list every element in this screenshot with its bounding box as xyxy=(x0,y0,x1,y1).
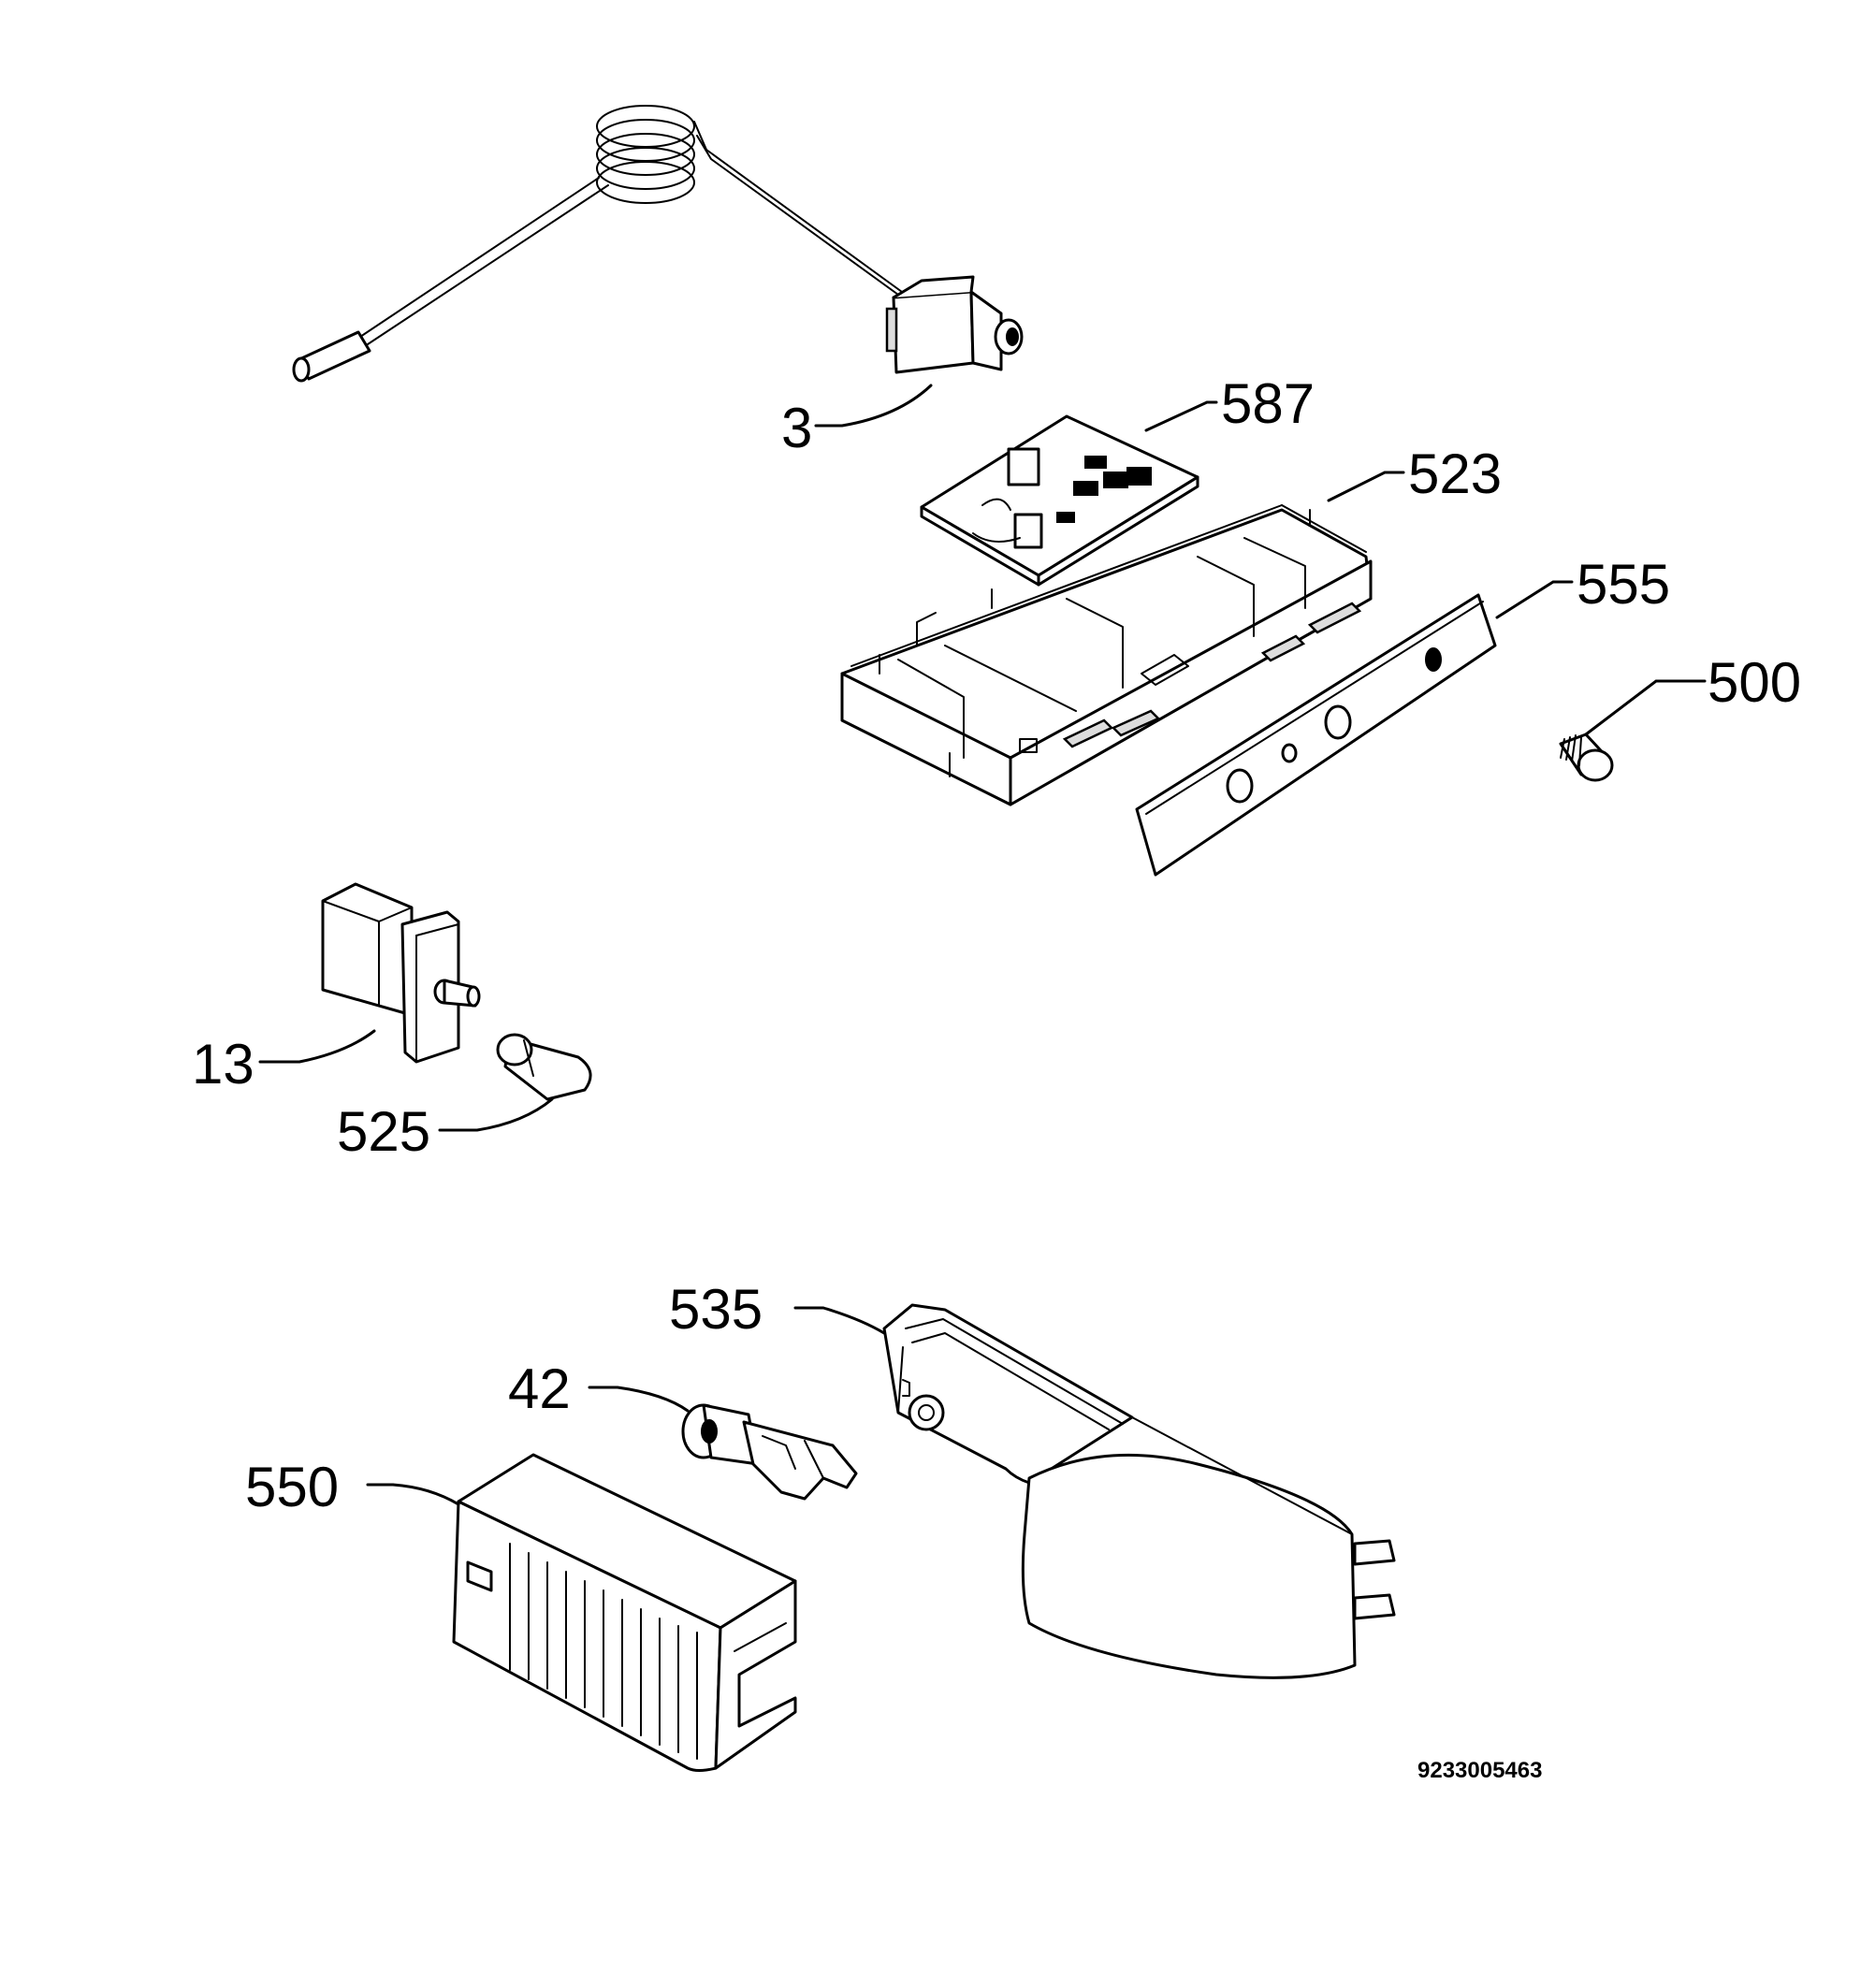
leader-550 xyxy=(366,1483,460,1506)
part-535-lamp-housing xyxy=(882,1303,1396,1679)
callout-523: 523 xyxy=(1408,443,1502,505)
leader-500 xyxy=(1584,679,1707,736)
callout-550: 550 xyxy=(245,1456,339,1518)
callout-500: 500 xyxy=(1708,651,1801,714)
part-3-thermostat xyxy=(292,105,1024,383)
part-500-knob xyxy=(1559,733,1614,782)
part-555-front-panel xyxy=(1135,593,1497,877)
leader-3 xyxy=(814,384,933,428)
callout-525: 525 xyxy=(337,1100,430,1163)
leader-lines xyxy=(258,384,1707,1506)
callout-555: 555 xyxy=(1577,553,1670,616)
part-523-housing xyxy=(840,504,1373,806)
part-550-cover xyxy=(452,1453,797,1772)
callout-labels: 3 587 523 555 500 13 525 535 42 550 xyxy=(192,372,1801,1518)
callout-587: 587 xyxy=(1221,372,1315,435)
leader-555 xyxy=(1495,580,1574,619)
leader-525 xyxy=(438,1097,554,1132)
leader-42 xyxy=(588,1386,690,1413)
leader-535 xyxy=(793,1306,886,1335)
part-42-lamp-holder xyxy=(681,1403,858,1501)
leader-13 xyxy=(258,1029,376,1064)
callout-3: 3 xyxy=(781,397,812,459)
callout-42: 42 xyxy=(508,1357,571,1420)
part-525-bulb xyxy=(496,1033,592,1101)
leader-523 xyxy=(1327,471,1405,502)
callout-13: 13 xyxy=(192,1033,254,1096)
part-587-circuit-board xyxy=(920,414,1199,587)
leader-587 xyxy=(1144,400,1218,432)
callout-535: 535 xyxy=(669,1278,763,1341)
document-number: 9233005463 xyxy=(1417,1758,1542,1783)
part-13-switch xyxy=(321,882,481,1064)
